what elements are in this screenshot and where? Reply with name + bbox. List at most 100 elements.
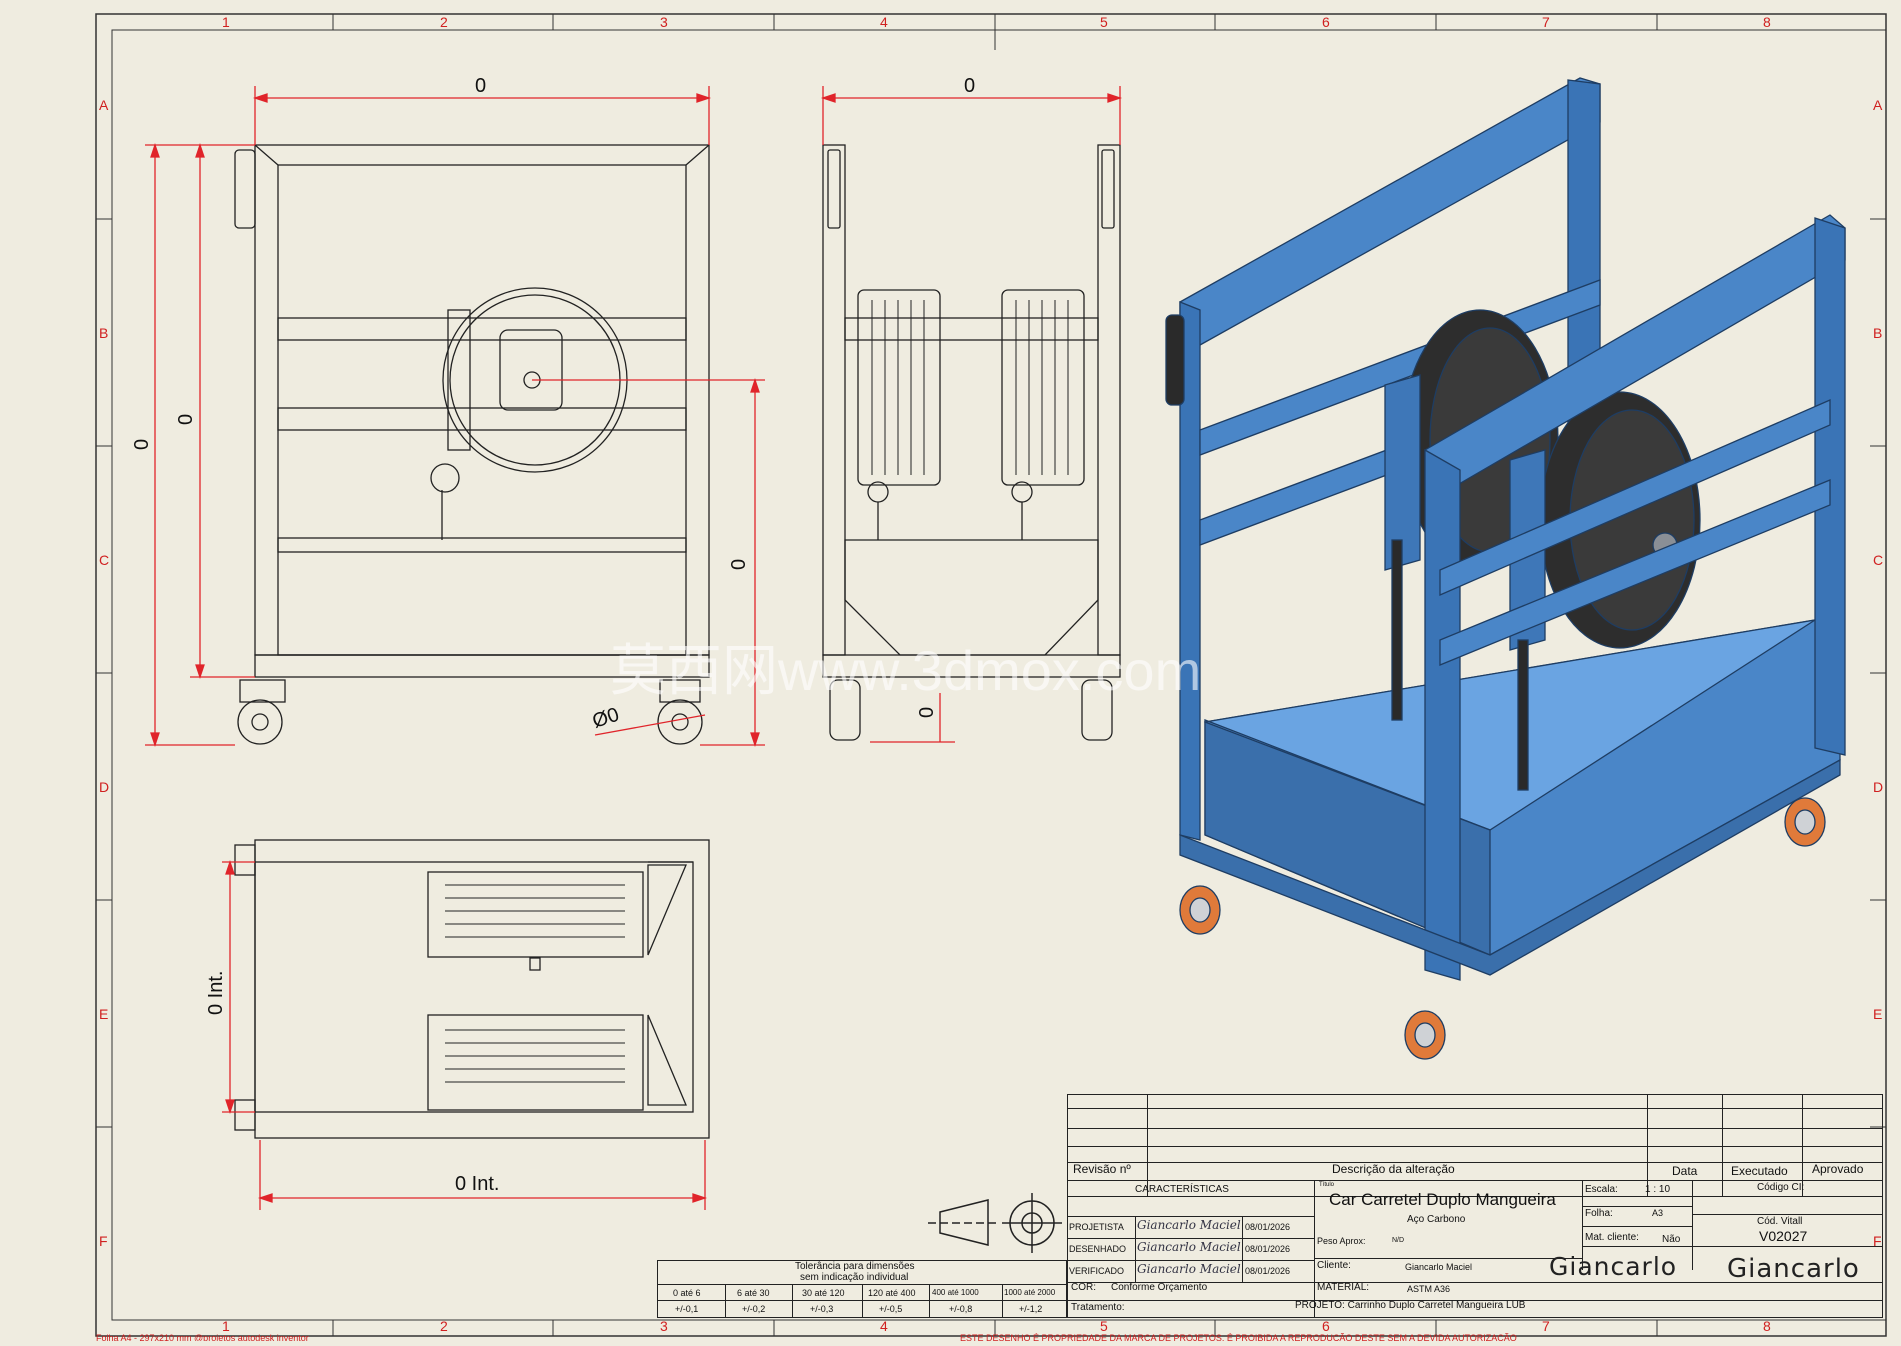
sig-role-3: VERIFICADO xyxy=(1069,1266,1125,1276)
dim-front-height-inner: 0 xyxy=(175,414,197,425)
row-label-E-right: E xyxy=(1873,1006,1882,1022)
col-label-1-bottom: 1 xyxy=(222,1318,230,1334)
row-label-A: A xyxy=(99,97,109,113)
tolerance-range-2: 6 até 30 xyxy=(737,1288,770,1298)
tolerance-table: Tolerância para dimensões sem indicação … xyxy=(657,1260,1067,1318)
watermark: 莫西网www.3dmox.com xyxy=(610,639,1201,702)
logo-left: Giancarlo xyxy=(1549,1252,1678,1281)
dim-front-height-outer: 0 xyxy=(131,439,153,450)
col-label-2-bottom: 2 xyxy=(440,1318,448,1334)
row-label-E: E xyxy=(99,1006,108,1022)
top-view xyxy=(234,839,710,1139)
revision-executed-label: Executado xyxy=(1731,1164,1788,1178)
row-label-D: D xyxy=(99,779,109,795)
footer-left: Folha A4 - 297x210 mm @projetos autodesk… xyxy=(96,1333,309,1341)
sig-name-2: Giancarlo Maciel xyxy=(1137,1240,1241,1254)
code-vitall-label: Cód. Vitall xyxy=(1757,1216,1803,1227)
row-label-C-right: C xyxy=(1873,552,1883,568)
sig-date-2: 08/01/2026 xyxy=(1245,1244,1291,1254)
client-code-label: Mat. cliente: xyxy=(1585,1232,1639,1243)
side-dimensions xyxy=(820,86,1123,743)
col-label-6-bottom: 6 xyxy=(1322,1318,1330,1334)
client-label: Cliente: xyxy=(1317,1260,1351,1271)
col-label-4-bottom: 4 xyxy=(880,1318,888,1334)
projection-symbol xyxy=(928,1193,1062,1253)
revision-number-label: Revisão nº xyxy=(1073,1162,1131,1176)
client-value: Giancarlo Maciel xyxy=(1405,1262,1473,1272)
inner-border xyxy=(111,29,1887,1321)
tolerance-range-5: 400 até 1000 xyxy=(932,1288,979,1297)
title-block: Revisão nº Descrição da alteração Data E… xyxy=(1067,1094,1883,1318)
treatment-label: Tratamento: xyxy=(1071,1302,1125,1313)
title-small-label: Título xyxy=(1319,1182,1335,1188)
sig-role-1: PROJETISTA xyxy=(1069,1222,1124,1232)
side-view xyxy=(822,144,1121,741)
top-dim-labels: 0 Int. 0 Int. xyxy=(205,971,499,1195)
tolerance-value-4: +/-0,5 xyxy=(879,1304,903,1314)
dim-top-width-int: 0 Int. xyxy=(455,1173,499,1195)
sig-name-1: Giancarlo Maciel xyxy=(1137,1218,1241,1232)
row-label-B: B xyxy=(99,325,108,341)
characteristics-label: CARACTERÍSTICAS xyxy=(1135,1184,1229,1195)
tolerance-value-2: +/-0,2 xyxy=(742,1304,766,1314)
dim-side-wheel-height: 0 xyxy=(916,707,938,718)
front-dim-labels: 0 0 0 0 Ø0 xyxy=(131,75,750,733)
tolerance-header-1: Tolerância para dimensões xyxy=(795,1261,915,1272)
dim-side-width: 0 xyxy=(964,75,975,97)
front-dimensions xyxy=(145,86,765,748)
sheet-value: A3 xyxy=(1652,1208,1664,1218)
col-label-4: 4 xyxy=(880,14,888,30)
row-label-F-right: F xyxy=(1873,1233,1882,1249)
drawing-title: Car Carretel Duplo Mangueira xyxy=(1329,1190,1556,1209)
footer-right: ESTE DESENHO É PROPRIEDADE DA MARCA DE P… xyxy=(960,1333,1517,1341)
col-label-6: 6 xyxy=(1322,14,1330,30)
client-code-value: Não xyxy=(1662,1234,1681,1245)
sig-date-1: 08/01/2026 xyxy=(1245,1222,1291,1232)
tolerance-value-3: +/-0,3 xyxy=(810,1304,834,1314)
col-label-7-bottom: 7 xyxy=(1542,1318,1550,1334)
drawing-subtitle: Aço Carbono xyxy=(1407,1214,1466,1225)
code-vitall-value: V02027 xyxy=(1759,1228,1808,1244)
col-label-5-bottom: 5 xyxy=(1100,1318,1108,1334)
code-ci-label: Código CI: xyxy=(1757,1182,1805,1193)
row-label-B-right: B xyxy=(1873,325,1882,341)
color-label: COR: xyxy=(1071,1282,1096,1293)
isometric-view xyxy=(1165,77,1846,1060)
dim-top-depth-int: 0 Int. xyxy=(205,971,227,1015)
col-label-3-bottom: 3 xyxy=(660,1318,668,1334)
col-label-8-bottom: 8 xyxy=(1763,1318,1771,1334)
tolerance-range-1: 0 até 6 xyxy=(673,1288,701,1298)
revision-date-label: Data xyxy=(1672,1164,1698,1178)
top-dimensions xyxy=(222,859,708,1210)
weight-label: Peso Aprox: xyxy=(1317,1236,1366,1246)
tolerance-value-5: +/-0,8 xyxy=(949,1304,973,1314)
sig-name-3: Giancarlo Maciel xyxy=(1137,1262,1241,1276)
tolerance-value-6: +/-1,2 xyxy=(1019,1304,1043,1314)
logo-right: Giancarlo xyxy=(1727,1254,1860,1284)
project-label: PROJETO: Carrinho Duplo Carretel Manguei… xyxy=(1295,1300,1526,1311)
material-label: MATERIAL: xyxy=(1317,1282,1370,1293)
weight-value: N/D xyxy=(1392,1237,1405,1244)
tolerance-range-4: 120 até 400 xyxy=(868,1288,916,1298)
tolerance-range-3: 30 até 120 xyxy=(802,1288,845,1298)
grid-ticks xyxy=(96,14,1886,1336)
row-label-C: C xyxy=(99,552,109,568)
dim-wheel-diameter: Ø0 xyxy=(590,704,622,733)
dim-front-width: 0 xyxy=(475,75,486,97)
revision-approved-label: Aprovado xyxy=(1812,1162,1864,1176)
col-label-3: 3 xyxy=(660,14,668,30)
col-label-1: 1 xyxy=(222,14,230,30)
dim-reel-axis-height: 0 xyxy=(728,559,750,570)
sheet-label: Folha: xyxy=(1585,1208,1613,1219)
col-label-8: 8 xyxy=(1763,14,1771,30)
row-label-A-right: A xyxy=(1873,97,1883,113)
revision-description-label: Descrição da alteração xyxy=(1332,1162,1455,1176)
sig-role-2: DESENHADO xyxy=(1069,1244,1127,1254)
side-dim-labels: 0 0 xyxy=(916,75,975,718)
row-label-F: F xyxy=(99,1233,108,1249)
row-label-D-right: D xyxy=(1873,779,1883,795)
scale-label: Escala: xyxy=(1585,1184,1618,1195)
tolerance-value-1: +/-0,1 xyxy=(675,1304,699,1314)
